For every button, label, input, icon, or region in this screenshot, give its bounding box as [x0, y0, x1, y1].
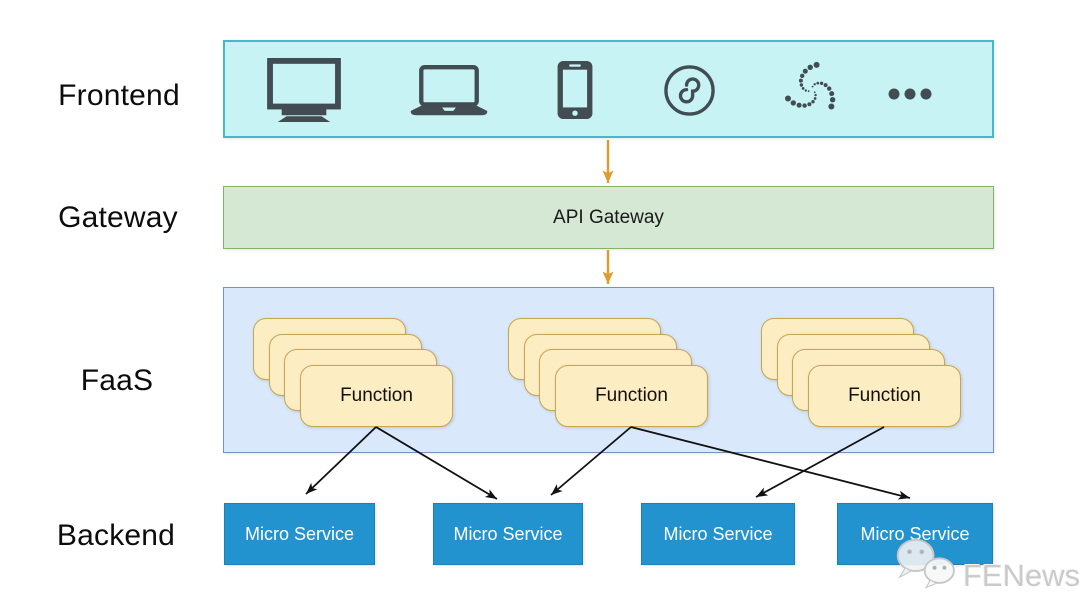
wechat-miniprogram-icon	[662, 63, 717, 123]
microservice-label: Micro Service	[663, 523, 773, 544]
layer-label-frontend: Frontend	[58, 79, 180, 112]
microservice-label: Micro Service	[860, 523, 970, 544]
function-label: Function	[595, 385, 668, 406]
function-label: Function	[848, 385, 921, 406]
layer-label-gateway: Gateway	[58, 201, 178, 234]
ellipsis-icon	[887, 87, 933, 106]
microservice-box-1: Micro Service	[224, 503, 375, 565]
microservice-box-3: Micro Service	[641, 503, 795, 565]
smartphone-icon	[555, 60, 595, 125]
desktop-computer-icon	[261, 58, 347, 129]
function-label: Function	[340, 385, 413, 406]
microservice-label: Micro Service	[244, 523, 355, 544]
function-card-front: Function	[808, 365, 961, 427]
layer-label-backend: Backend	[56, 519, 176, 552]
iota-icon	[782, 60, 842, 125]
function-stack-2: Function	[508, 318, 709, 428]
frontend-box	[223, 40, 994, 138]
function-card-front: Function	[300, 365, 453, 427]
microservice-box-2: Micro Service	[433, 503, 583, 565]
api-gateway-label: API Gateway	[553, 206, 664, 228]
function-stack-1: Function	[253, 318, 454, 428]
laptop-icon	[407, 65, 491, 122]
layer-label-faas: FaaS	[80, 364, 154, 397]
function-stack-3: Function	[761, 318, 962, 428]
api-gateway-box: API Gateway	[223, 186, 994, 249]
microservice-label: Micro Service	[453, 523, 563, 544]
watermark-text: FENews	[963, 558, 1080, 593]
watermark: FENews	[893, 536, 1080, 597]
function-card-front: Function	[555, 365, 708, 427]
wechat-icon	[893, 536, 961, 597]
